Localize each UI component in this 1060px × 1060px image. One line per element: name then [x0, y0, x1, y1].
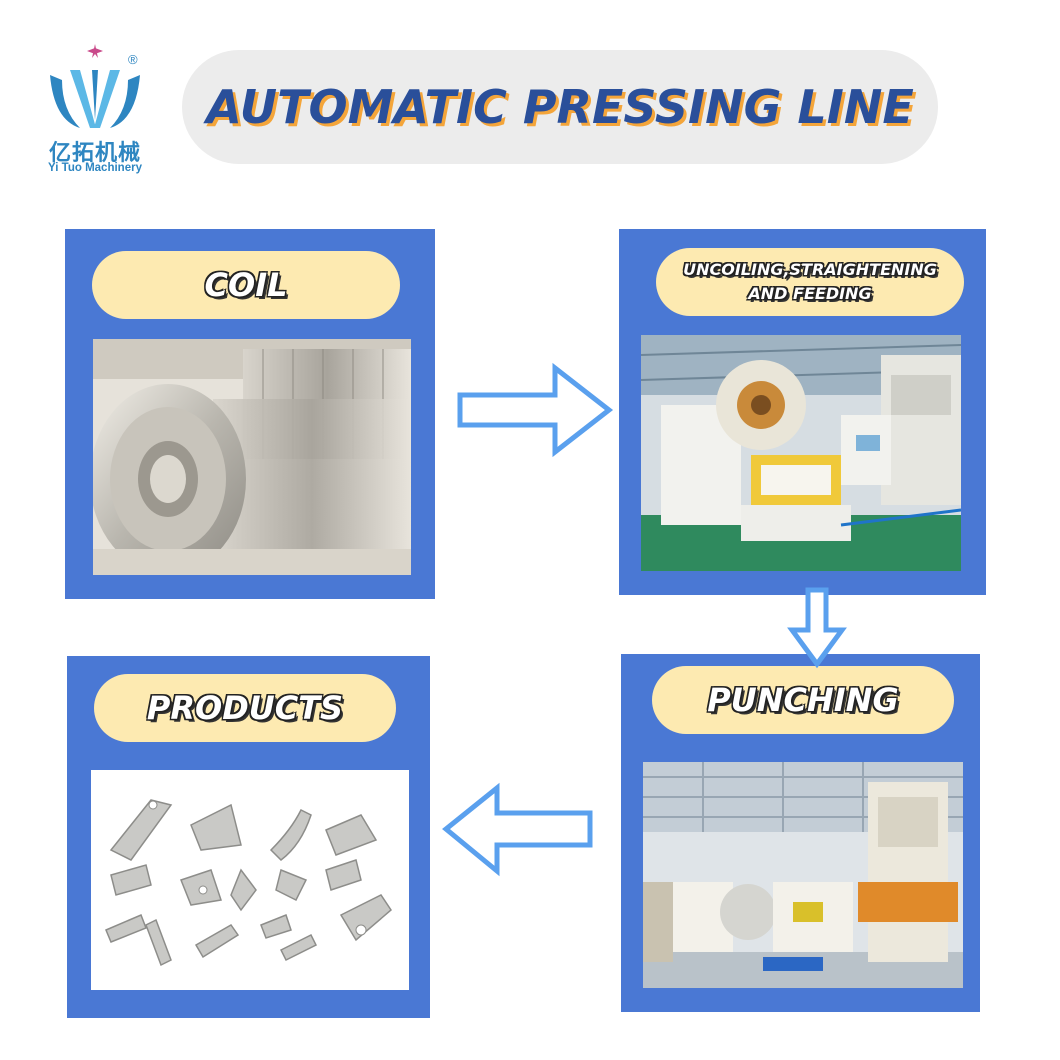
page-title: AUTOMATIC PRESSING LINE — [206, 80, 914, 134]
step-card-uncoiling: UNCOILING,STRAIGHTENING AND FEEDING — [619, 229, 986, 595]
step-label-products: PRODUCTS — [94, 674, 396, 742]
step-label-punching: PUNCHING — [652, 666, 954, 734]
brand-name-en: Yi Tuo Machinery — [48, 162, 142, 174]
yituo-logo-icon — [50, 44, 140, 128]
step-card-punching: PUNCHING — [621, 654, 980, 1012]
registered-mark: ® — [128, 52, 138, 67]
step-card-coil: COIL — [65, 229, 435, 599]
stamped-metal-parts-photo — [91, 770, 409, 990]
step-card-products: PRODUCTS — [67, 656, 430, 1018]
step-label-coil: COIL — [92, 251, 400, 319]
step-label-uncoiling-line1: UNCOILING,STRAIGHTENING — [683, 260, 937, 279]
step-label-uncoiling: UNCOILING,STRAIGHTENING AND FEEDING — [656, 248, 964, 316]
brand-logo: ® 亿拓机械 Yi Tuo Machinery — [30, 40, 160, 180]
arrow-down-icon — [787, 587, 847, 669]
brand-name-cn: 亿拓机械 — [48, 141, 141, 166]
steel-coils-photo — [93, 339, 411, 575]
arrow-left-icon — [442, 782, 593, 877]
punching-press-line-photo — [643, 762, 963, 988]
step-label-uncoiling-line2: AND FEEDING — [748, 284, 872, 303]
arrow-right-icon — [457, 362, 614, 458]
uncoiler-straightener-feeder-photo — [641, 335, 961, 571]
title-banner: AUTOMATIC PRESSING LINE — [182, 50, 938, 164]
